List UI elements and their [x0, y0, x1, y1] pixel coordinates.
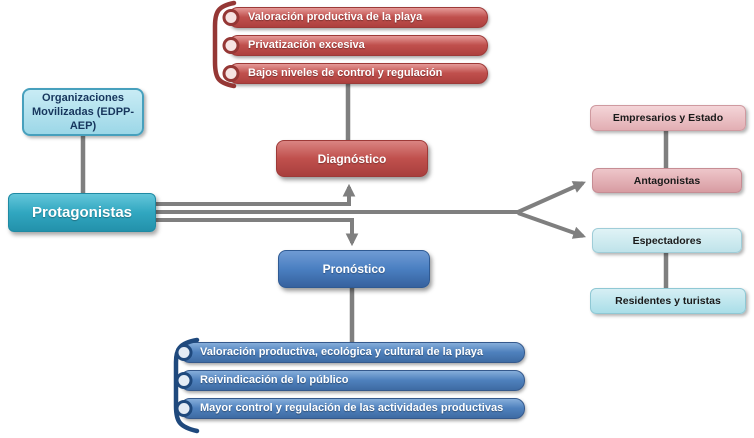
arrow-protagonistas-to-espectadores [517, 211, 587, 239]
node-organizaciones-movilizadas: Organizaciones Movilizadas (EDPP-AEP) [22, 88, 144, 136]
arrow-protagonistas-to-antagonistas [517, 181, 586, 214]
node-residentes-y-turistas: Residentes y turistas [590, 288, 746, 314]
pronostico-item-bar: Mayor control y regulación de las activi… [180, 398, 525, 419]
arrow-protagonistas-to-diagnostico [152, 183, 356, 206]
arrow-connectors [152, 181, 587, 247]
arrow-protagonistas-to-pronostico [152, 218, 359, 247]
node-empresarios-y-estado: Empresarios y Estado [590, 105, 746, 131]
plain-connectors [80, 84, 669, 342]
pronostico-item-bar: Valoración productiva, ecológica y cultu… [180, 342, 525, 363]
diagnostico-item-bar: Privatización excesiva [228, 35, 488, 56]
diagnostico-item-bar: Bajos niveles de control y regulación [228, 63, 488, 84]
diagnostico-item-bar: Valoración productiva de la playa [228, 7, 488, 28]
node-protagonistas: Protagonistas [8, 193, 156, 232]
node-diagnostico: Diagnóstico [276, 140, 428, 177]
pronostico-item-bar: Reivindicación de lo público [180, 370, 525, 391]
node-pronostico: Pronóstico [278, 250, 430, 288]
node-espectadores: Espectadores [592, 228, 742, 253]
node-antagonistas: Antagonistas [592, 168, 742, 193]
